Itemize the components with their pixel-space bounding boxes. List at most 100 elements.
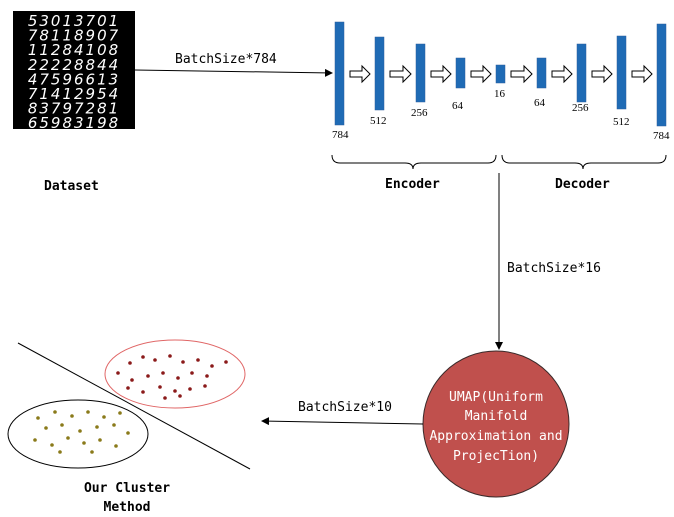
cluster-point-bottom-10 bbox=[112, 423, 116, 427]
top-cluster-ellipse bbox=[104, 339, 246, 409]
umap-line-3: Approximation and bbox=[429, 429, 562, 444]
cluster-point-top-9 bbox=[130, 378, 134, 382]
cluster-point-bottom-0 bbox=[36, 416, 40, 420]
umap-line-1: UMAP(Uniform bbox=[449, 390, 543, 405]
layer-bar-2 bbox=[415, 43, 426, 103]
layer-bar-5 bbox=[536, 57, 547, 89]
layer-bar-0 bbox=[334, 21, 345, 126]
cluster-point-top-21 bbox=[163, 396, 167, 400]
layer-bar-3 bbox=[455, 57, 466, 89]
cluster-point-top-3 bbox=[168, 354, 172, 358]
cluster-point-top-4 bbox=[181, 360, 185, 364]
dataset-digit-row: 53013701 bbox=[28, 12, 120, 30]
layer-bar-7 bbox=[616, 35, 627, 110]
cluster-point-bottom-9 bbox=[95, 425, 99, 429]
cluster-point-top-18 bbox=[173, 389, 177, 393]
cluster-point-top-2 bbox=[153, 358, 157, 362]
cluster-point-top-13 bbox=[190, 371, 194, 375]
decoder-brace bbox=[501, 154, 667, 170]
cluster-point-bottom-5 bbox=[118, 411, 122, 415]
layer-bar-1 bbox=[374, 36, 385, 111]
cluster-point-bottom-14 bbox=[82, 441, 86, 445]
layer-size-label-8: 784 bbox=[653, 130, 670, 142]
block-arrow-1 bbox=[389, 64, 412, 84]
decoder-label: Decoder bbox=[555, 177, 610, 192]
cluster-point-bottom-7 bbox=[60, 423, 64, 427]
dataset-digit-row: 22228844 bbox=[28, 56, 120, 74]
layer-size-label-7: 512 bbox=[613, 116, 630, 128]
cluster-point-bottom-1 bbox=[53, 410, 57, 414]
cluster-point-top-12 bbox=[176, 376, 180, 380]
umap-line-2: Manifold bbox=[465, 409, 528, 424]
cluster-point-top-5 bbox=[196, 358, 200, 362]
umap-line-4: ProjecTion) bbox=[453, 449, 539, 464]
edge-latent-label: BatchSize*16 bbox=[507, 261, 601, 276]
umap-node bbox=[422, 350, 570, 498]
dataset-digit-row: 47596613 bbox=[28, 70, 120, 88]
cluster-point-top-16 bbox=[141, 390, 145, 394]
cluster-point-top-8 bbox=[116, 371, 120, 375]
cluster-point-bottom-3 bbox=[86, 410, 90, 414]
cluster-point-bottom-4 bbox=[102, 415, 106, 419]
layer-bar-8 bbox=[656, 23, 667, 127]
cluster-point-bottom-17 bbox=[126, 431, 130, 435]
autoencoder-layers: 784 512 256 64 16 64 256 512 784 bbox=[332, 21, 670, 142]
cluster-label-line-1: Our Cluster bbox=[84, 481, 170, 496]
layer-size-label-1: 512 bbox=[370, 115, 387, 127]
edge-cluster-label: BatchSize*10 bbox=[298, 400, 392, 415]
block-arrow-4 bbox=[510, 64, 533, 84]
dataset-digits: 5301370178118907112841082222884447596613… bbox=[28, 12, 120, 132]
block-arrow-7 bbox=[631, 64, 653, 84]
layer-size-label-6: 256 bbox=[572, 102, 589, 114]
dataset-label: Dataset bbox=[44, 179, 99, 194]
cluster-separator-line bbox=[17, 342, 251, 470]
encoder-label: Encoder bbox=[385, 177, 440, 192]
cluster-point-bottom-18 bbox=[58, 450, 62, 454]
cluster-point-top-6 bbox=[210, 364, 214, 368]
edge-input-label: BatchSize*784 bbox=[175, 52, 277, 67]
encoder-brace bbox=[331, 154, 497, 170]
cluster-point-top-10 bbox=[146, 374, 150, 378]
cluster-point-top-22 bbox=[178, 394, 182, 398]
cluster-point-bottom-2 bbox=[70, 414, 74, 418]
cluster-points bbox=[33, 354, 228, 454]
dataset-digit-row: 11284108 bbox=[28, 41, 120, 59]
layer-size-label-2: 256 bbox=[411, 107, 428, 119]
block-arrow-2 bbox=[430, 64, 452, 84]
block-arrow-0 bbox=[349, 64, 371, 84]
dataset-digit-row: 71412954 bbox=[28, 85, 120, 103]
layer-size-label-4: 16 bbox=[494, 88, 506, 100]
cluster-point-top-1 bbox=[141, 355, 145, 359]
autoencoder-arrows bbox=[349, 64, 653, 84]
edge-dataset-to-encoder bbox=[134, 68, 333, 77]
layer-size-label-3: 64 bbox=[452, 100, 464, 112]
cluster-point-top-11 bbox=[161, 371, 165, 375]
cluster-point-bottom-12 bbox=[50, 443, 54, 447]
cluster-point-bottom-11 bbox=[33, 438, 37, 442]
cluster-point-top-19 bbox=[188, 387, 192, 391]
cluster-point-bottom-19 bbox=[90, 450, 94, 454]
cluster-point-bottom-15 bbox=[98, 438, 102, 442]
cluster-point-bottom-6 bbox=[44, 426, 48, 430]
cluster-point-top-15 bbox=[126, 386, 130, 390]
block-arrow-5 bbox=[551, 64, 573, 84]
layer-size-label-5: 64 bbox=[534, 97, 546, 109]
layer-bar-4 bbox=[495, 64, 506, 84]
dataset-digit-row: 78118907 bbox=[28, 27, 120, 45]
layer-size-label-0: 784 bbox=[332, 129, 349, 141]
cluster-point-top-0 bbox=[128, 361, 132, 365]
cluster-point-top-20 bbox=[203, 384, 207, 388]
cluster-point-bottom-13 bbox=[66, 436, 70, 440]
cluster-label-line-2: Method bbox=[104, 500, 151, 515]
dataset-image: 5301370178118907112841082222884447596613… bbox=[13, 11, 135, 132]
dataset-background bbox=[13, 11, 135, 129]
block-arrow-6 bbox=[591, 64, 613, 84]
cluster-point-top-7 bbox=[224, 360, 228, 364]
edge-umap-to-cluster bbox=[261, 417, 424, 426]
block-arrow-3 bbox=[470, 64, 492, 84]
bottom-cluster-ellipse bbox=[7, 399, 149, 469]
cluster-point-bottom-16 bbox=[114, 444, 118, 448]
cluster-point-top-17 bbox=[158, 385, 162, 389]
